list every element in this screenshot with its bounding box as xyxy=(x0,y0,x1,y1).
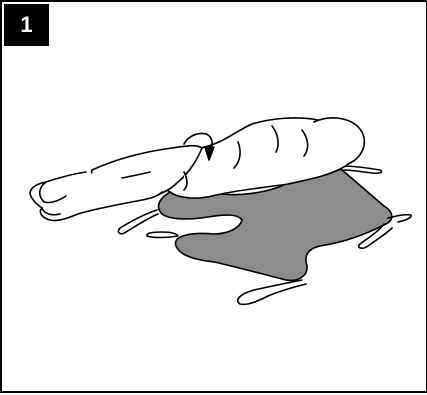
strap-top-right xyxy=(342,166,382,173)
strap-bottom-loop xyxy=(238,280,306,304)
strap-left-upper xyxy=(118,210,158,234)
strap-left-lower xyxy=(147,232,178,238)
